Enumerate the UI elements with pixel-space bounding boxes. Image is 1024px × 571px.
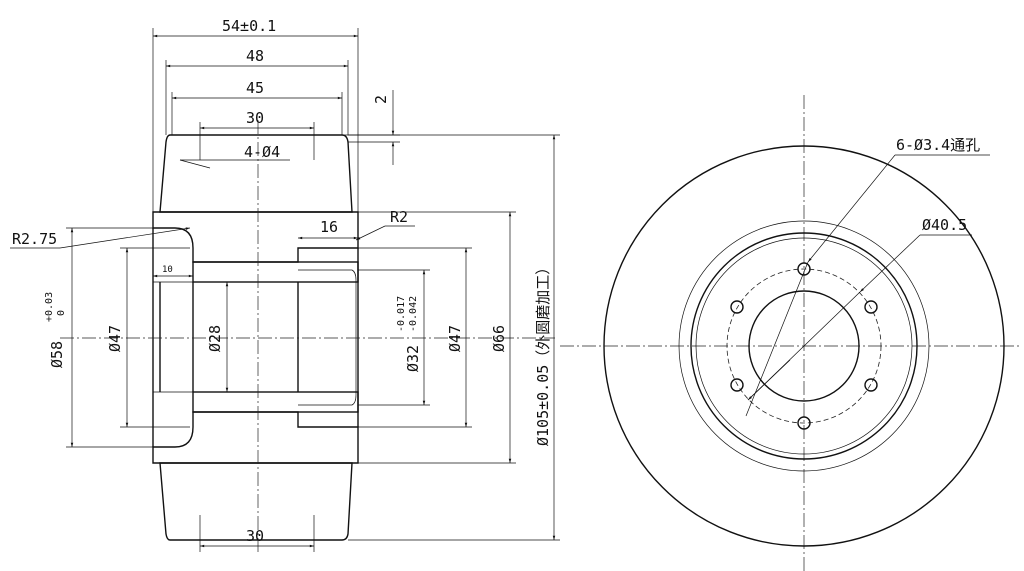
dim-holes-4: 4-Ø4 (244, 143, 280, 161)
section-dimensions (10, 28, 560, 552)
label-through-holes: 6-Ø3.4通孔 (896, 136, 980, 154)
section-dimension-labels: 54±0.1 48 45 30 4-Ø4 2 16 R2 R2.75 10 Ø5… (12, 17, 552, 545)
label-pcd-40-5: Ø40.5 (922, 216, 967, 234)
front-view (560, 95, 1020, 571)
hub-top (152, 211, 359, 263)
hub-circle (690, 232, 918, 460)
through-hole (864, 378, 878, 392)
dim-dia-47-left: Ø47 (106, 325, 124, 352)
tread-circle (678, 220, 930, 472)
dim-dia-47-right: Ø47 (446, 325, 464, 352)
dim-dia-58-tol-lower: 0 (56, 310, 67, 316)
tread-bottom (159, 462, 353, 541)
hub-ring-bottom (192, 391, 359, 413)
dim-width-30-bottom: 30 (246, 527, 264, 545)
front-view-labels: 6-Ø3.4通孔 Ø40.5 (896, 136, 980, 234)
hub-inner-circle (695, 237, 913, 455)
pitch-circle (726, 268, 882, 424)
hub-ring-top (192, 261, 359, 283)
dim-dia-58-tol-upper: +0.03 (44, 292, 55, 322)
dim-overall-width: 54±0.1 (222, 17, 276, 35)
dim-dia-32: Ø32 (404, 345, 422, 372)
dim-radius-r275: R2.75 (12, 230, 57, 248)
dim-depth-10: 10 (162, 265, 173, 275)
through-hole (797, 416, 811, 430)
dim-offset-2: 2 (372, 95, 390, 104)
dim-width-30-top: 30 (246, 109, 264, 127)
bore-circle (748, 290, 860, 402)
section-view (60, 120, 555, 555)
dim-depth-16: 16 (320, 218, 338, 236)
through-hole (730, 300, 744, 314)
dim-dia-105: Ø105±0.05（外圆磨加工） (534, 260, 552, 446)
dim-dia-66: Ø66 (490, 325, 508, 352)
dim-width-48: 48 (246, 47, 264, 65)
dim-dia-32-tol-upper: -0.017 (396, 296, 407, 332)
dim-radius-r2: R2 (390, 208, 408, 226)
through-hole (797, 262, 811, 276)
through-hole (864, 300, 878, 314)
through-hole (730, 378, 744, 392)
dim-dia-28: Ø28 (206, 325, 224, 352)
hub-bottom (152, 411, 359, 464)
outer-circle (603, 145, 1005, 547)
dim-width-45: 45 (246, 79, 264, 97)
dim-dia-32-tol-lower: -0.042 (408, 296, 419, 332)
dim-dia-58: Ø58 (48, 341, 66, 368)
